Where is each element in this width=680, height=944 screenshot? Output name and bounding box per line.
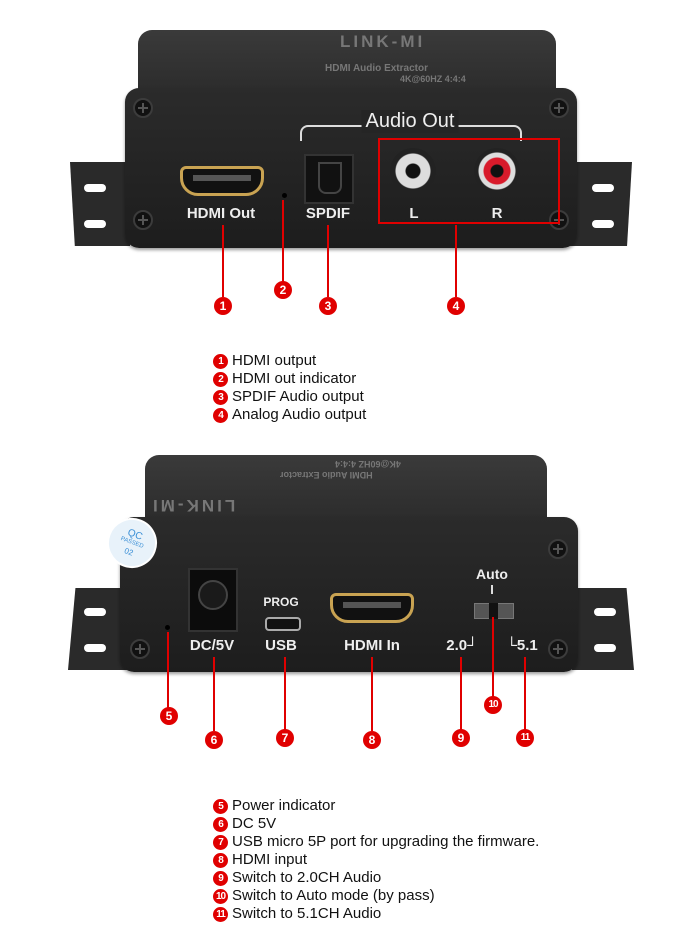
brand-logo: LINK-MI (340, 32, 426, 51)
legend-number: 3 (213, 389, 228, 405)
legend-text: Analog Audio output (232, 406, 367, 423)
model-text-rear: HDMI Audio Extractor (280, 470, 373, 480)
right-mount-bracket-rear (572, 588, 634, 670)
legend-text: HDMI input (232, 851, 308, 868)
hdmi-out-label: HDMI Out (186, 205, 256, 222)
legend-number: 11 (213, 906, 228, 922)
legend-number: 8 (213, 852, 228, 868)
right-mount-bracket (570, 162, 632, 246)
callout-line-1 (222, 225, 224, 297)
callout-11: 11 (516, 729, 534, 747)
callout-line-11 (524, 657, 526, 731)
legend-text: SPDIF Audio output (232, 388, 364, 405)
legend-number: 6 (213, 816, 228, 832)
legend-number: 9 (213, 870, 228, 886)
callout-line-5 (167, 632, 169, 708)
legend-text: HDMI output (232, 352, 317, 369)
analog-audio-highlight-box (378, 138, 560, 224)
callout-2: 2 (274, 281, 292, 299)
callout-1: 1 (214, 297, 232, 315)
legend-number: 10 (213, 888, 228, 904)
legend-number: 2 (213, 371, 228, 387)
left-channel-label: L (409, 205, 419, 222)
legend-text: Switch to Auto mode (by pass) (232, 887, 435, 904)
audio-mode-switch[interactable] (474, 603, 514, 619)
hdmi-in-port (330, 593, 414, 623)
legend-text: Switch to 2.0CH Audio (232, 869, 382, 886)
left-mount-bracket-rear (68, 588, 130, 670)
callout-line-3 (327, 225, 329, 297)
callout-4: 4 (447, 297, 465, 315)
brand-logo-rear: LINK-MI (150, 496, 236, 515)
legend-number: 4 (213, 407, 228, 423)
legend-text: HDMI out indicator (232, 370, 357, 387)
ch20-label: 2.0┘ (446, 637, 478, 654)
dc-power-jack (188, 568, 238, 632)
prog-label: PROG (263, 595, 299, 609)
auto-label: Auto (476, 566, 508, 582)
usb-label: USB (265, 637, 297, 654)
hdmi-in-label: HDMI In (344, 637, 400, 654)
hdmi-out-indicator-led (282, 193, 287, 198)
ch51-label: └5.1 (506, 637, 538, 654)
micro-usb-port (265, 617, 301, 631)
sticker-number: 02 (123, 545, 135, 558)
model-spec: 4K@60HZ 4:4:4 (400, 74, 466, 84)
legend-text: Switch to 5.1CH Audio (232, 905, 382, 922)
spdif-port (304, 154, 354, 204)
callout-7: 7 (276, 729, 294, 747)
callout-8: 8 (363, 731, 381, 749)
right-channel-label: R (491, 205, 503, 222)
legend-number: 7 (213, 834, 228, 850)
callout-line-9 (460, 657, 462, 731)
model-spec-rear: 4K@60HZ 4:4:4 (335, 459, 401, 469)
callout-line-7 (284, 657, 286, 731)
audio-out-label: Audio Out (361, 110, 459, 133)
left-mount-bracket (70, 162, 130, 246)
legend-text: DC 5V (232, 815, 277, 832)
callout-line-2 (282, 200, 284, 282)
callout-line-6 (213, 657, 215, 731)
callout-9: 9 (452, 729, 470, 747)
callout-5: 5 (160, 707, 178, 725)
legend-text: USB micro 5P port for upgrading the firm… (232, 833, 540, 850)
callout-10: 10 (484, 696, 502, 714)
callout-3: 3 (319, 297, 337, 315)
dc-5v-label: DC/5V (189, 637, 235, 654)
auto-tick (491, 585, 493, 594)
spdif-label: SPDIF (305, 205, 351, 222)
rca-right-port (474, 148, 520, 194)
callout-6: 6 (205, 731, 223, 749)
legend-number: 5 (213, 798, 228, 814)
legend-number: 1 (213, 353, 228, 369)
callout-line-10 (492, 617, 494, 697)
rca-left-port (390, 148, 436, 194)
legend-text: Power indicator (232, 797, 336, 814)
callout-line-8 (371, 657, 373, 731)
hdmi-out-port (180, 166, 264, 196)
model-text: HDMI Audio Extractor (325, 63, 428, 74)
callout-line-4 (455, 225, 457, 297)
power-indicator-led (165, 625, 170, 630)
